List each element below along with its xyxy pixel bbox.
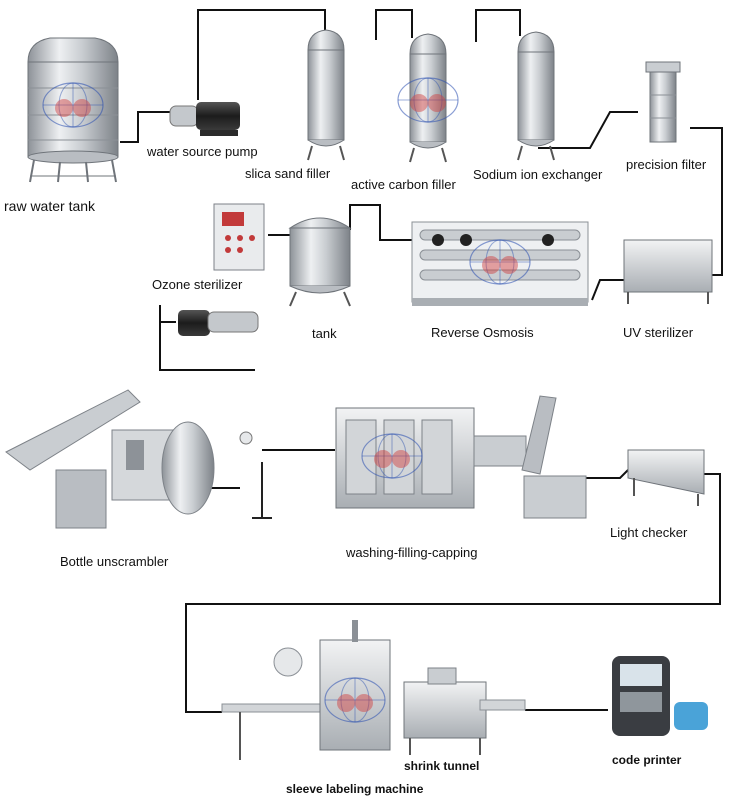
- label-precision-filter: precision filter: [626, 157, 707, 172]
- label-water-source-pump: water source pump: [146, 144, 258, 159]
- precision-filter: [645, 61, 681, 143]
- label-shrink-tunnel: shrink tunnel: [404, 759, 479, 773]
- sodium-ion-exchanger-vessel: [517, 31, 555, 161]
- ozone-sterilizer: [213, 203, 265, 271]
- air-conveyor: [239, 431, 272, 519]
- label-raw-water-tank: raw water tank: [4, 198, 96, 214]
- label-silica-sand-filler: slica sand filler: [245, 166, 331, 181]
- light-checker: [627, 449, 705, 506]
- storage-tank: [288, 217, 352, 307]
- bottle-unscrambler: [5, 389, 215, 529]
- raw-water-tank: [27, 37, 119, 183]
- label-sleeve-labeling-machine: sleeve labeling machine: [286, 782, 424, 796]
- label-ozone-sterilizer: Ozone sterilizer: [152, 277, 243, 292]
- equipment-labels: raw water tank water source pump slica s…: [4, 144, 707, 796]
- water-source-pump: [169, 102, 240, 136]
- booster-pump: [178, 310, 259, 336]
- label-sodium-ion-exchanger: Sodium ion exchanger: [473, 167, 603, 182]
- active-carbon-filler-vessel: [397, 33, 459, 163]
- label-uv-sterilizer: UV sterilizer: [623, 325, 694, 340]
- washing-filling-capping-machine: [335, 395, 587, 519]
- label-code-printer: code printer: [612, 753, 682, 767]
- uv-sterilizer: [623, 239, 713, 304]
- label-tank: tank: [312, 326, 337, 341]
- label-reverse-osmosis: Reverse Osmosis: [431, 325, 534, 340]
- silica-sand-filler-vessel: [307, 29, 345, 161]
- code-printer: [612, 656, 708, 736]
- shrink-tunnel: [403, 667, 526, 755]
- label-light-checker: Light checker: [610, 525, 688, 540]
- label-washing-filling-capping: washing-filling-capping: [345, 545, 478, 560]
- sleeve-labeling-machine: [221, 620, 391, 760]
- reverse-osmosis-unit: [411, 221, 589, 306]
- label-bottle-unscrambler: Bottle unscrambler: [60, 554, 169, 569]
- label-active-carbon-filler: active carbon filler: [351, 177, 456, 192]
